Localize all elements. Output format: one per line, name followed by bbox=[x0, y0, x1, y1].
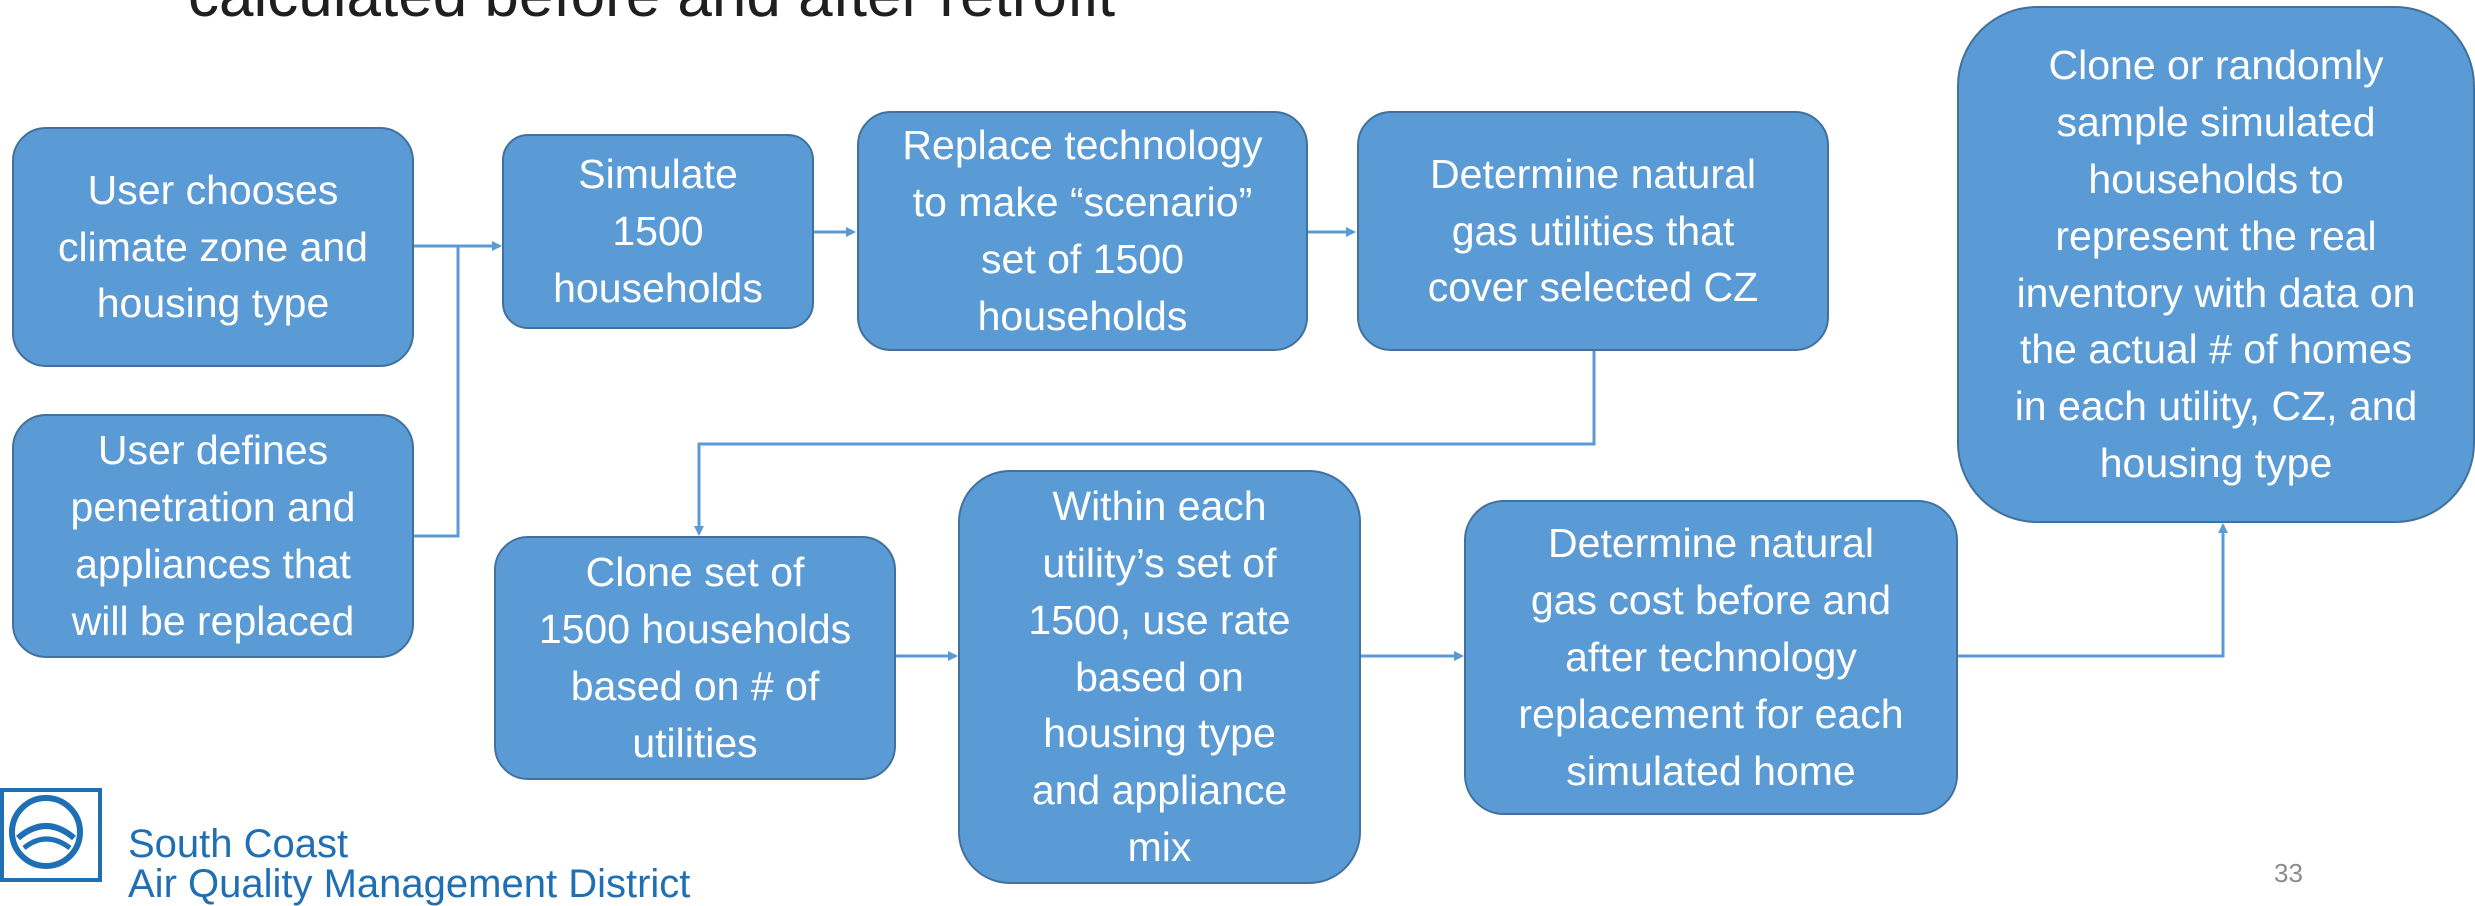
page-number: 33 bbox=[2274, 858, 2303, 888]
flow-box-clone-set: Clone set of 1500 households based on # … bbox=[494, 536, 896, 780]
flow-box-determine-cost: Determine natural gas cost before and af… bbox=[1464, 500, 1958, 815]
flow-box-label: Simulate 1500 households bbox=[553, 151, 763, 311]
flow-box-label: Determine natural gas utilities that cov… bbox=[1427, 150, 1759, 311]
flow-box-label: Within each utility’s set of 1500, use r… bbox=[1028, 482, 1291, 871]
slide-title: calculated before and after retrofit bbox=[188, 0, 1115, 31]
flow-box-user-defines-penetration: User defines penetration and appliances … bbox=[12, 414, 414, 658]
connector-penetration-to-merge bbox=[414, 246, 460, 538]
flow-box-user-chooses-climate-zone: User chooses climate zone and housing ty… bbox=[12, 127, 414, 367]
flow-box-label: User defines penetration and appliances … bbox=[70, 427, 356, 644]
district-logo-icon bbox=[0, 788, 102, 882]
footer-org-name: South Coast Air Quality Management Distr… bbox=[128, 822, 691, 906]
connector-cost-to-sample bbox=[1958, 523, 2228, 658]
flow-box-replace-technology: Replace technology to make “scenario” se… bbox=[857, 111, 1308, 351]
flow-box-determine-utilities: Determine natural gas utilities that cov… bbox=[1357, 111, 1829, 351]
flow-box-simulate-households: Simulate 1500 households bbox=[502, 134, 814, 329]
flow-box-clone-or-sample: Clone or randomly sample simulated house… bbox=[1957, 6, 2475, 523]
connector-utilities-to-clone bbox=[694, 351, 1596, 536]
flow-box-label: User chooses climate zone and housing ty… bbox=[58, 166, 368, 327]
flow-box-label: Determine natural gas cost before and af… bbox=[1518, 520, 1904, 794]
flow-box-use-rate: Within each utility’s set of 1500, use r… bbox=[958, 470, 1361, 884]
flow-connectors bbox=[414, 227, 2228, 661]
flow-box-label: Clone or randomly sample simulated house… bbox=[2014, 41, 2418, 487]
flow-box-label: Clone set of 1500 households based on # … bbox=[538, 549, 852, 766]
flow-box-label: Replace technology to make “scenario” se… bbox=[902, 122, 1263, 339]
